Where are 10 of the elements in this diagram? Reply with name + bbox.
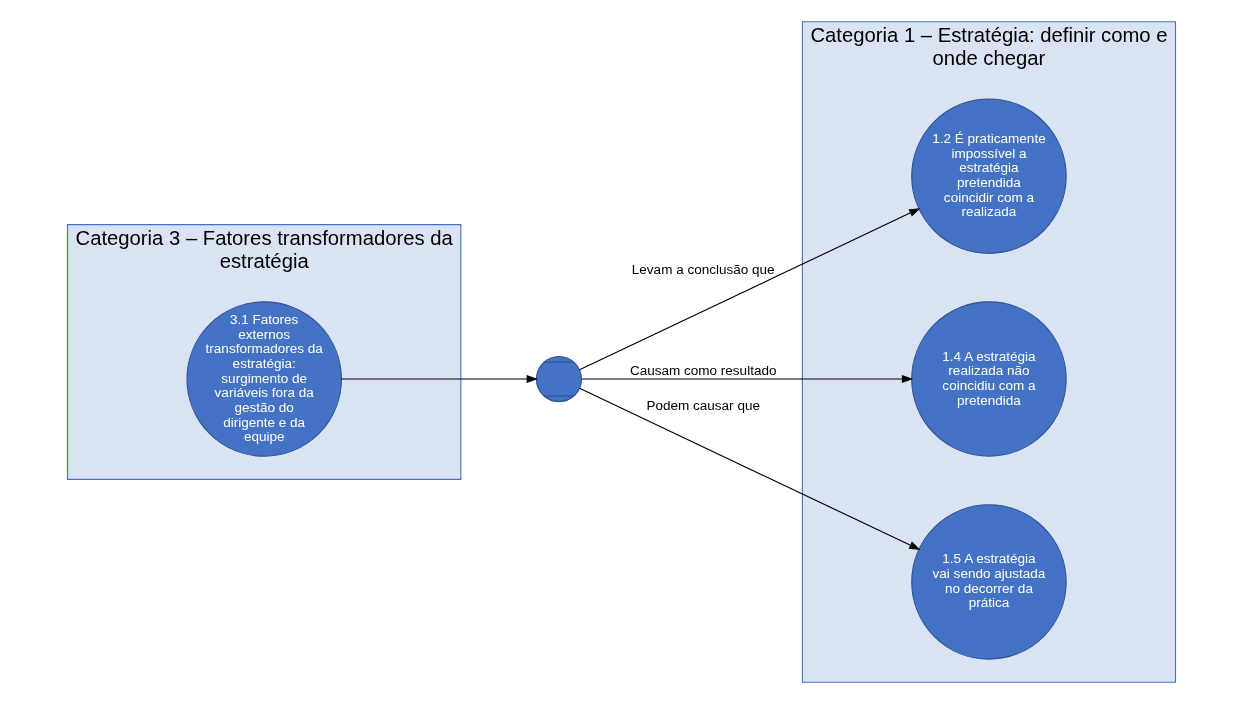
edge-label: Podem causar que [645,398,760,414]
node-circle: 3.1 Fatores externos transformadores da estratégia: surgimento de variáveis fora da gestão do dirigente e da equipe [185,301,342,457]
arrow [340,375,538,383]
arrow [578,387,920,550]
edge-label: Causam como resultado [629,363,776,379]
node-circle [535,355,582,403]
arrow [578,208,920,371]
edge-label: Levam a conclusão que [631,261,775,277]
node-circle: 1.4 A estratégia realizada não coincidiu com a pretendida [910,301,1067,457]
arrow [580,375,913,383]
